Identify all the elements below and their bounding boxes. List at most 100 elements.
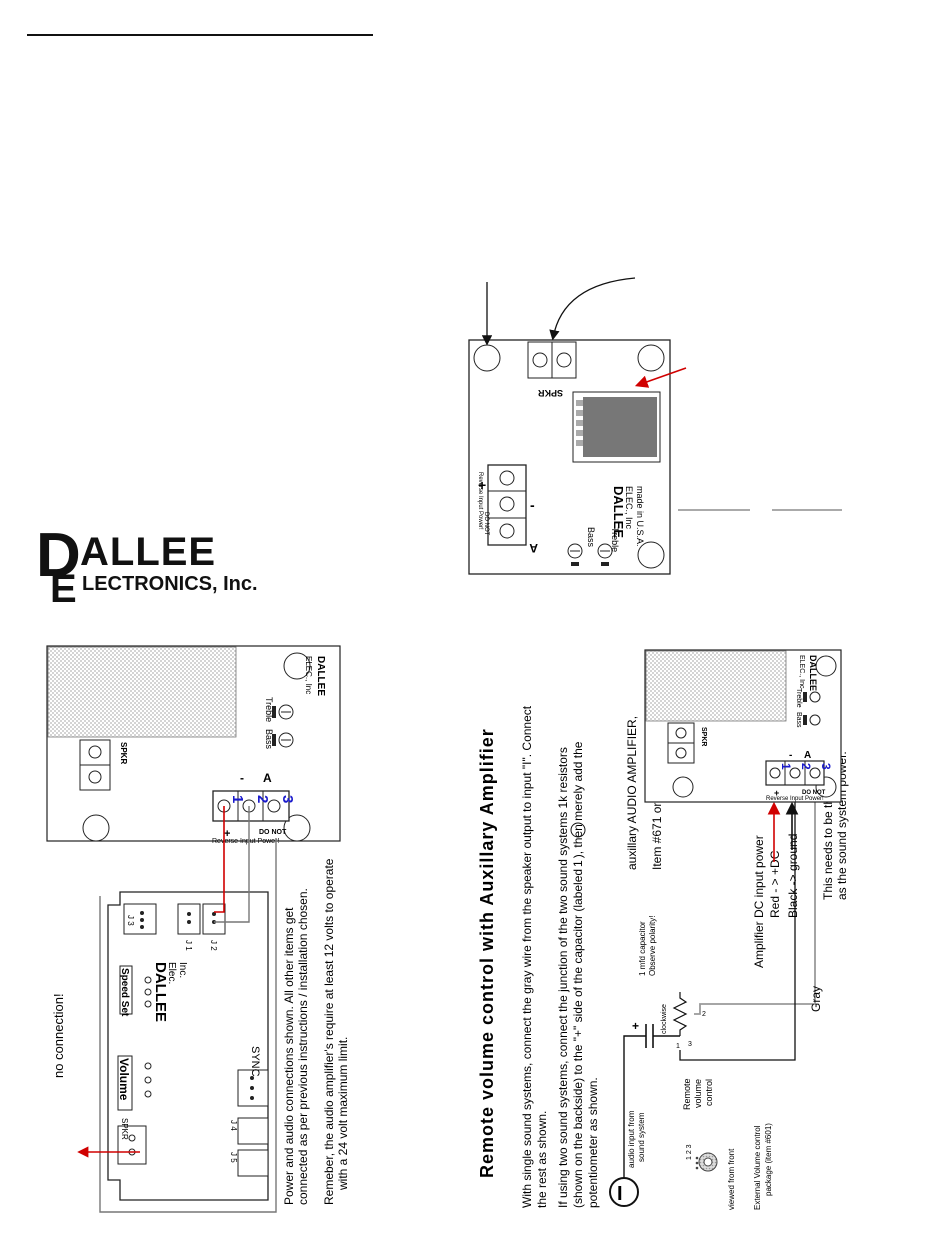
label-do-not: DO NOT <box>259 829 287 836</box>
chip-arrow <box>634 367 687 388</box>
bottom-right-diagram: I audio input from sound system + 1 mfd … <box>609 649 849 1210</box>
bottom-treble-label: Treble <box>795 688 802 708</box>
terminal-1: 1 <box>229 795 246 803</box>
top-label-a: A <box>529 541 538 555</box>
section-p2-line2b: ), then merely add the <box>571 741 585 858</box>
bottom-board-sub: ELEC., Inc <box>798 655 805 689</box>
top-brand-sub2: made in U.S.A. <box>635 486 645 547</box>
main-brand: DALLEE <box>152 962 169 1022</box>
remote-label1: Remote <box>682 1078 692 1110</box>
input-i-text: I <box>617 1183 623 1205</box>
pot-ground-wire <box>679 802 796 1061</box>
bottom-label-minus: - <box>789 750 792 761</box>
section-p2-line2: (shown on the backside) to the "+" side … <box>571 741 585 1208</box>
sync-label: SYNC <box>249 1046 261 1077</box>
top-right-board: SPKR + - A Reverse Input Power! DO NOT B… <box>468 277 842 575</box>
amp-heatsink <box>47 646 237 738</box>
logo-initial-e: E <box>50 567 77 611</box>
clockwise-label: clockwise <box>661 1004 668 1034</box>
logo-line2: LECTRONICS, Inc. <box>82 573 258 595</box>
speed-set-label: Speed Set <box>119 968 130 1017</box>
speed-set-pot[interactable] <box>119 965 133 1015</box>
top-spkr-label: SPKR <box>537 388 563 398</box>
capacitor-plus: + <box>632 1019 639 1033</box>
j1-label: J 1 <box>184 940 193 951</box>
black-wire-label: Black -> ground <box>786 834 800 918</box>
note1-line1: Power and audio connections shown. All o… <box>282 907 296 1205</box>
input-wire <box>623 1035 646 1178</box>
capacitor-label2: Observe polarity! <box>648 916 657 976</box>
terminal-3: 3 <box>279 795 296 803</box>
top-brand-sub1: ELEC., Inc <box>624 486 634 530</box>
j1-connector <box>177 903 201 935</box>
gray-label: Gray <box>809 986 823 1012</box>
treble-label: Treble <box>264 697 274 722</box>
spkr-arrow <box>549 277 636 341</box>
circled-label-ring <box>570 822 586 838</box>
bottom-bass-label: Bass <box>795 712 802 728</box>
top-label-minus: - <box>530 497 535 513</box>
amp-spkr-label: SPKR <box>119 742 128 764</box>
potentiometer[interactable] <box>672 992 688 1036</box>
logo-line1: ALLEE <box>80 530 216 574</box>
main-brand-sub2: Inc. <box>177 962 188 978</box>
j2-connector <box>202 903 226 935</box>
remote-label2: volume <box>693 1079 703 1108</box>
pot-pin-1: 1 <box>676 1043 680 1050</box>
section-p2-line1: If using two sound systems, connect the … <box>556 747 570 1208</box>
bottom-amp-heatsink <box>645 650 787 722</box>
no-connection-text: no connection! <box>51 993 66 1078</box>
top-bass-label: Bass <box>586 527 596 548</box>
remote-label3: control <box>704 1079 714 1106</box>
aux-amp-label1: auxillary AUDIO AMPLIFIER, <box>625 716 639 870</box>
j3-connector <box>123 903 157 935</box>
main-spkr-terminal <box>117 1125 147 1165</box>
section-title: Remote volume control with Auxillary Amp… <box>477 728 497 1178</box>
section-p2-line3: potentiometer as shown. <box>586 1077 600 1208</box>
volume-label: Volume <box>117 1058 131 1101</box>
j4-connector <box>237 1117 269 1145</box>
audio-input-label2: sound system <box>637 1112 646 1162</box>
top-brand: DALLEE <box>611 486 626 538</box>
note2-line1: Remeber, the audio amplifier's require a… <box>322 858 336 1205</box>
section-p2-circled-1: 1 <box>571 860 585 867</box>
amp-brand: DALLEE <box>315 656 326 696</box>
label-minus: - <box>240 771 244 785</box>
gray-wiper-wire <box>694 802 816 1015</box>
bottom-label-a: A <box>804 750 811 761</box>
section-p2-line2a: (shown on the backside) to the "+" side … <box>571 869 585 1208</box>
main-brand-sub1: Elec. <box>166 962 177 984</box>
bottom-label-reverse: Reverse Input Power! <box>766 796 824 802</box>
bottom-spkr-label: SPKR <box>700 727 707 746</box>
top-label-reverse: Reverse Input Power! <box>477 472 483 530</box>
j3-label: J 3 <box>126 915 135 926</box>
logo-initial-d: D <box>36 521 81 590</box>
top-chip <box>583 397 657 457</box>
capacitor-label: 1 mfd capacitor <box>638 921 647 976</box>
pins-label: 1 2 3 <box>686 1144 693 1160</box>
bottom-terminal-1: 1 <box>779 763 793 770</box>
bottom-board-brand: DALLEE <box>808 655 818 691</box>
label-reverse: Reverse Input Power! <box>212 838 279 845</box>
note1-line2: connected as per previous instructions /… <box>296 888 310 1205</box>
volume-pot[interactable] <box>117 1055 133 1111</box>
main-spkr-label: SPKR <box>120 1118 129 1140</box>
ground-wire <box>214 806 250 923</box>
amp-dc-label: Amplifier DC input power <box>752 835 766 968</box>
section-p1-line2: the rest as shown. <box>535 1111 549 1208</box>
section-p1-line1: With single sound systems, connect the g… <box>520 705 534 1208</box>
main-board-outline <box>107 891 269 1201</box>
dallee-logo: D ALLEE E LECTRONICS, Inc. <box>36 521 258 611</box>
viewed-front-label: viewed from front <box>727 1148 736 1210</box>
terminal-2: 2 <box>254 795 271 803</box>
bottom-label-plus: + <box>774 788 779 798</box>
pot-pin-2: 2 <box>702 1011 706 1018</box>
input-i-symbol <box>609 1177 639 1207</box>
top-label-plus: + <box>478 477 486 493</box>
gray-wire <box>99 838 277 1213</box>
j5-connector <box>237 1149 269 1177</box>
red-power-wire <box>214 806 225 913</box>
mount-hole <box>283 814 311 842</box>
audio-input-label: audio input from <box>627 1110 636 1168</box>
